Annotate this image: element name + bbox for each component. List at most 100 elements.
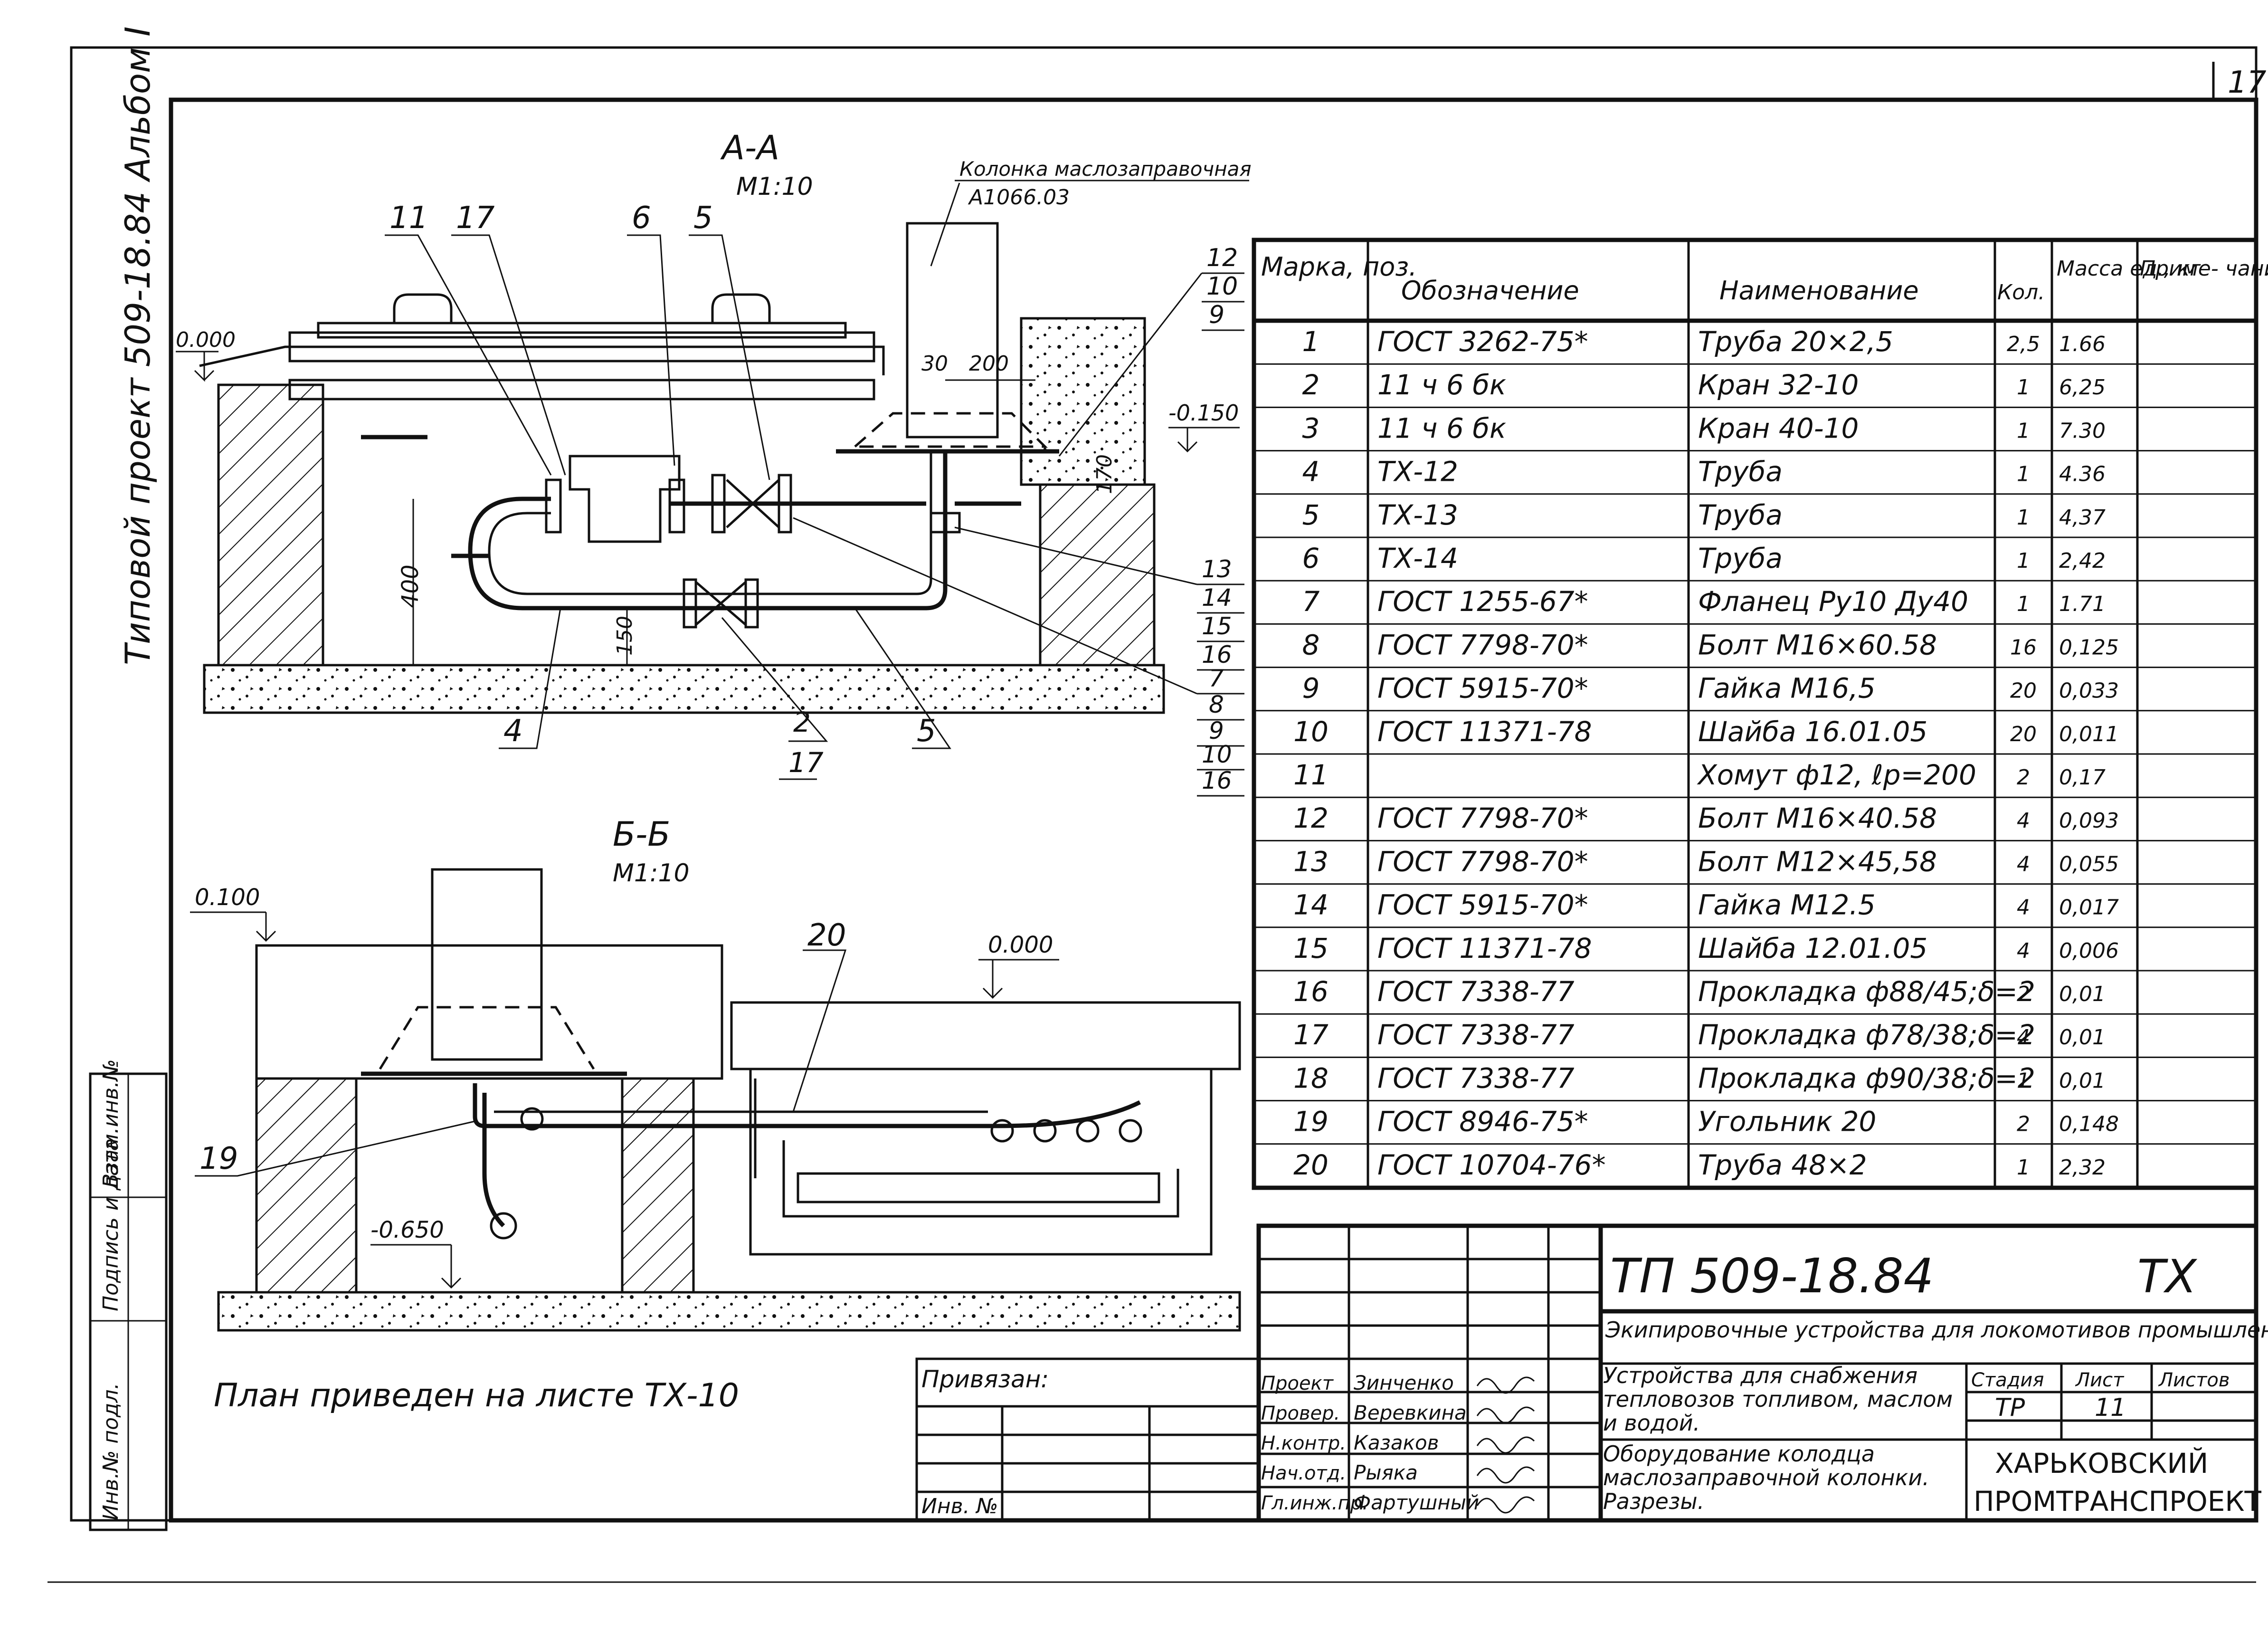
bb-level-bottom-mark: [441, 1245, 462, 1289]
title-object-1-box: Устройства для снабжения тепловозов топл…: [1603, 1364, 1953, 1435]
spec-cell: 20: [2010, 722, 2037, 746]
spec-cell: 20: [2010, 679, 2037, 703]
aa-cover-handle-right: [711, 293, 771, 323]
spec-cell: ГОСТ 7798-70*: [1377, 802, 1588, 834]
aa-stack-item: 7: [1209, 665, 1224, 692]
spec-cell: 19: [1293, 1106, 1329, 1138]
spec-cell: 0,033: [2059, 679, 2119, 703]
spec-cell: 1.66: [2059, 332, 2106, 356]
aa-stack-item: 9: [1209, 717, 1224, 744]
aa-pipe-u-inner: [488, 451, 932, 595]
side-block-inv: Инв.№ подл.: [99, 1383, 123, 1520]
aa-stack-item: 10: [1202, 741, 1232, 768]
bb-right-cover: [730, 1001, 1241, 1070]
spec-cell: 7: [1302, 585, 1320, 618]
aa-clamp: [930, 512, 961, 534]
bb-pipe: [473, 1083, 1141, 1128]
title-mark: ТХ: [2137, 1250, 2198, 1303]
aa-label: 5: [917, 714, 936, 749]
spec-cell: Труба: [1698, 499, 1783, 531]
spec-cell: ТХ-13: [1377, 499, 1458, 531]
aa-right-concrete: [1020, 317, 1146, 486]
aa-label: 6: [632, 200, 651, 236]
aa-flange-d: [744, 578, 759, 629]
spec-table: Марка, поз. Обозначение Наименование Кол…: [1252, 238, 2268, 1190]
bb-level-bottom: -0.650: [370, 1217, 444, 1243]
spec-cell: 0,055: [2059, 852, 2119, 876]
side-stamp: Типовой проект 509-18.84 Альбом I: [118, 26, 158, 665]
aa-stack-item: 16: [1202, 767, 1232, 794]
role-label: Проект: [1261, 1373, 1334, 1394]
aa-stack-right: 13 14 15 16 7 8 9 10 16: [793, 517, 1244, 797]
spec-cell: 1: [2017, 1069, 2030, 1093]
sheet-label: Лист: [2075, 1369, 2125, 1391]
aa-label: 4: [503, 714, 523, 749]
spec-cell: ГОСТ 10704-76*: [1377, 1149, 1606, 1181]
spec-cell: ГОСТ 1255-67*: [1377, 585, 1588, 618]
side-block-replace: Взам.инв.№: [99, 1059, 123, 1188]
spec-cell: ГОСТ 3262-75*: [1377, 325, 1588, 358]
bb-nozzle-4: [1119, 1119, 1142, 1143]
aa-level-top: 0.000: [176, 328, 236, 352]
spec-header-cell: Приме- чание: [2140, 257, 2268, 281]
spec-cell: 4: [2017, 896, 2030, 920]
aa-base-slab: [203, 664, 1165, 714]
spec-cell: Болт М16×40.58: [1698, 802, 1937, 834]
bound-label: Привязан:: [921, 1365, 1049, 1393]
spec-cell: 0,011: [2059, 722, 2119, 746]
spec-cell: 4: [2017, 852, 2030, 876]
spec-cell: ГОСТ 7338-77: [1377, 975, 1575, 1008]
spec-cell: 4: [2017, 1025, 2030, 1050]
spec-cell: 4: [2017, 939, 2030, 963]
role-label: Нач.отд.: [1261, 1462, 1346, 1484]
aa-label: 2: [793, 706, 811, 738]
aa-stack-item: 9: [1209, 301, 1224, 329]
spec-cell: 2: [2017, 765, 2030, 790]
spec-cell: 6,25: [2059, 375, 2106, 400]
aa-cover-frame: [317, 322, 847, 339]
spec-cell: Прокладка ф78/38;δ=2: [1698, 1019, 2035, 1051]
aa-label: 11: [389, 200, 428, 236]
bb-level-right: 0.000: [988, 932, 1053, 958]
spec-cell: 4.36: [2059, 462, 2106, 487]
bb-base-slab: [217, 1291, 1241, 1332]
spec-cell: Труба: [1698, 542, 1783, 574]
bb-column: [431, 868, 543, 1061]
spec-table-frame: [1252, 238, 2259, 1190]
spec-cell: 1: [1302, 325, 1320, 358]
spec-cell: 2,42: [2059, 549, 2106, 573]
aa-stack-item: 16: [1202, 641, 1232, 668]
spec-cell: 0,01: [2059, 1025, 2106, 1050]
spec-cell: 0,017: [2059, 896, 2119, 920]
spec-cell: 0,148: [2059, 1112, 2119, 1136]
spec-cell: ГОСТ 11371-78: [1377, 716, 1592, 748]
aa-dim-400: 400: [397, 564, 424, 608]
bb-grid: [797, 1172, 1160, 1203]
aa-stack-item: 15: [1202, 612, 1232, 640]
spec-cell: 6: [1302, 542, 1320, 574]
bb-level-left: 0.100: [195, 884, 260, 911]
spec-cell: 16: [1293, 975, 1329, 1008]
spec-cell: 0,01: [2059, 1069, 2106, 1093]
aa-stack-item: 10: [1206, 272, 1238, 301]
title-object-2-box: Оборудование колодца маслозаправочной ко…: [1603, 1442, 1929, 1514]
aa-label: 5: [693, 200, 713, 236]
spec-cell: 0,006: [2059, 939, 2119, 963]
aa-cover-handle-left: [393, 293, 453, 323]
aa-valve-body: [569, 455, 681, 543]
aa-leaders: [385, 234, 951, 780]
spec-cell: 4: [2017, 809, 2030, 833]
bb-left-wall: [255, 1077, 358, 1294]
spec-cell: ТХ-12: [1377, 456, 1458, 488]
spec-cell: Труба 48×2: [1698, 1149, 1867, 1181]
aa-stack-item: 12: [1206, 244, 1238, 272]
bb-level-right-mark: [982, 960, 1003, 999]
spec-header-cell: Наименование: [1719, 276, 1919, 305]
title-object-2: Оборудование колодца маслозаправочной ко…: [1603, 1442, 1929, 1514]
aa-label: 17: [788, 746, 824, 779]
spec-cell: 8: [1302, 629, 1320, 661]
spec-cell: 1: [2017, 506, 2030, 530]
bb-drop-end: [490, 1212, 517, 1240]
spec-cell: 20: [1293, 1149, 1329, 1181]
